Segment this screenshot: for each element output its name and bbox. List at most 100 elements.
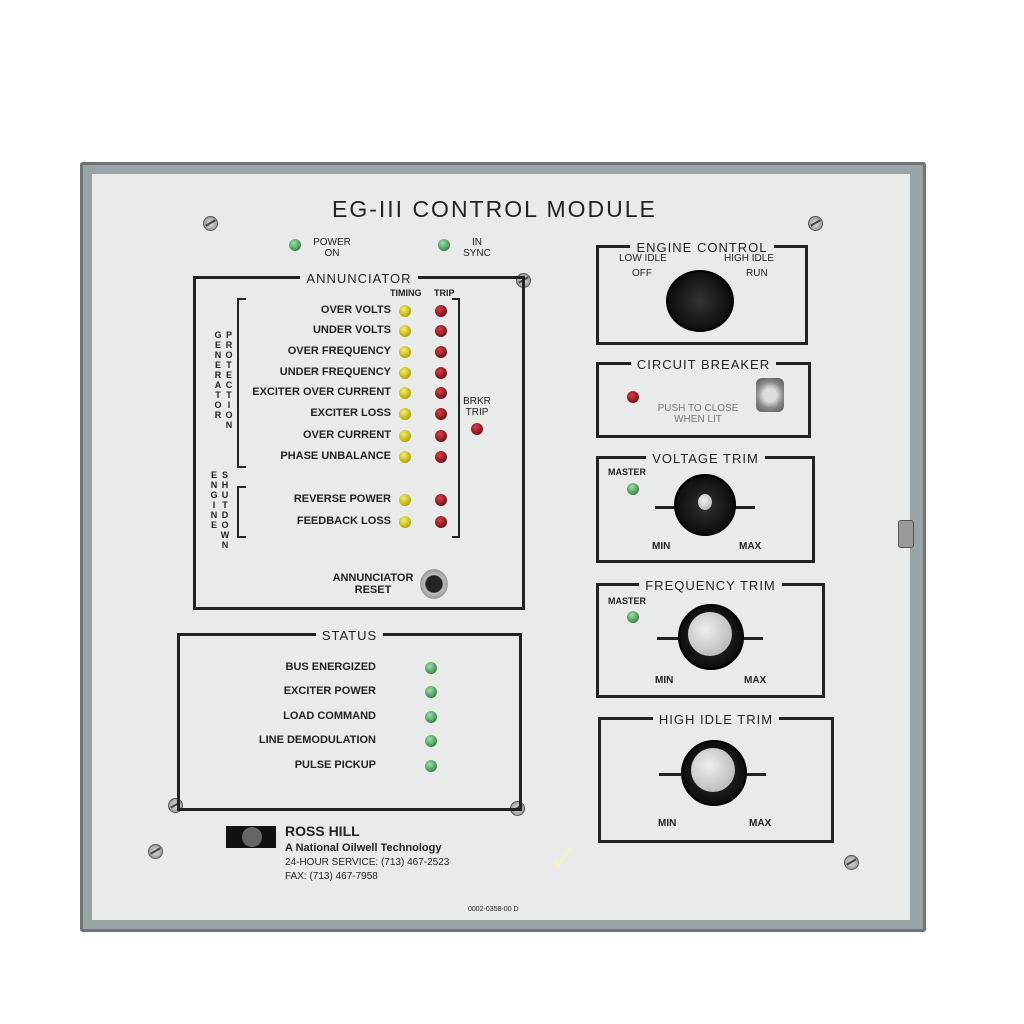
trip-led	[435, 430, 447, 442]
generator-protection-label: GENERATOR PROTECTION	[213, 330, 234, 430]
trip-led	[435, 346, 447, 358]
engine-control-selector-knob[interactable]	[666, 270, 734, 332]
circuit-breaker-title: CIRCUIT BREAKER	[630, 357, 777, 372]
annunciator-row-label: EXCITER LOSS	[310, 407, 391, 419]
voltage-trim-knob[interactable]	[674, 474, 736, 536]
circuit-breaker-led	[627, 391, 639, 403]
status-row-label: EXCITER POWER	[283, 685, 376, 697]
engine-shutdown-label: ENGINE SHUTDOWN	[209, 470, 230, 550]
high-idle-min-label: MIN	[658, 818, 677, 829]
service-phone: 24-HOUR SERVICE: (713) 467-2523	[285, 857, 450, 868]
trip-led	[435, 325, 447, 337]
status-led	[425, 686, 437, 698]
brand-name: ROSS HILL	[285, 823, 360, 839]
timing-led	[399, 305, 411, 317]
frequency-trim-knob[interactable]	[678, 604, 744, 670]
bracket	[237, 298, 246, 468]
status-row-label: PULSE PICKUP	[294, 759, 376, 771]
timing-led	[399, 451, 411, 463]
low-idle-label: LOW IDLE	[619, 253, 667, 264]
dial-tick	[657, 637, 679, 640]
status-row-label: LOAD COMMAND	[283, 710, 376, 722]
timing-led	[399, 430, 411, 442]
power-on-label: POWER ON	[313, 237, 351, 259]
voltage-master-label: MASTER	[608, 467, 646, 477]
timing-led	[399, 346, 411, 358]
annunciator-row-label: OVER CURRENT	[302, 429, 391, 441]
push-to-close-label: PUSH TO CLOSE WHEN LIT	[657, 403, 739, 425]
trip-led	[435, 516, 447, 528]
voltage-trim-box: VOLTAGE TRIM	[596, 451, 815, 563]
annunciator-row-label: FEEDBACK LOSS	[296, 515, 391, 527]
dial-tick	[741, 637, 763, 640]
dial-tick	[744, 773, 766, 776]
timing-led	[399, 516, 411, 528]
screw	[148, 844, 163, 859]
dial-tick	[733, 506, 755, 509]
status-box: STATUS	[177, 628, 522, 811]
ross-hill-logo	[226, 826, 276, 848]
annunciator-row-label: REVERSE POWER	[293, 493, 391, 505]
voltage-min-label: MIN	[652, 541, 671, 552]
high-idle-trim-knob[interactable]	[681, 740, 747, 806]
brkr-trip-led	[471, 423, 483, 435]
off-label: OFF	[632, 268, 652, 279]
engine-control-title: ENGINE CONTROL	[630, 240, 774, 255]
trip-led	[435, 367, 447, 379]
engine-control-box: ENGINE CONTROL	[596, 240, 808, 345]
side-knob[interactable]	[898, 520, 914, 548]
timing-led	[399, 494, 411, 506]
timing-led	[399, 367, 411, 379]
annunciator-row-label: OVER VOLTS	[320, 304, 391, 316]
screw	[844, 855, 859, 870]
bracket	[237, 486, 246, 538]
circuit-breaker-toggle[interactable]	[756, 378, 784, 412]
annunciator-reset-button[interactable]	[420, 569, 448, 599]
voltage-trim-title: VOLTAGE TRIM	[646, 451, 765, 466]
annunciator-row-label: EXCITER OVER CURRENT	[252, 386, 391, 398]
fax-number: FAX: (713) 467-7958	[285, 871, 378, 882]
frequency-max-label: MAX	[744, 675, 767, 686]
circuit-breaker-box: CIRCUIT BREAKER	[596, 357, 811, 438]
annunciator-row-label: UNDER FREQUENCY	[279, 366, 391, 378]
frequency-master-label: MASTER	[608, 596, 646, 606]
in-sync-label: IN SYNC	[463, 237, 491, 259]
power-on-led	[289, 239, 301, 251]
part-number: 0002-0358-00 D	[468, 906, 519, 913]
status-row-label: BUS ENERGIZED	[285, 661, 376, 673]
in-sync-led	[438, 239, 450, 251]
timing-led	[399, 408, 411, 420]
status-title: STATUS	[315, 628, 384, 643]
brand-tagline: A National Oilwell Technology	[285, 842, 442, 854]
trip-led	[435, 305, 447, 317]
status-led	[425, 760, 437, 772]
status-led	[425, 711, 437, 723]
high-idle-trim-title: HIGH IDLE TRIM	[652, 712, 780, 727]
voltage-master-led	[627, 483, 639, 495]
timing-led	[399, 387, 411, 399]
annunciator-reset-label: ANNUNCIATOR RESET	[332, 572, 414, 596]
frequency-master-led	[627, 611, 639, 623]
annunciator-row-label: OVER FREQUENCY	[287, 345, 391, 357]
run-label: RUN	[746, 268, 768, 279]
trip-label: TRIP	[434, 288, 455, 298]
status-led	[425, 662, 437, 674]
screw	[808, 216, 823, 231]
frequency-trim-title: FREQUENCY TRIM	[639, 578, 782, 593]
trip-led	[435, 494, 447, 506]
frequency-trim-box: FREQUENCY TRIM	[596, 578, 825, 698]
checkmark-icon: ✓	[548, 838, 579, 879]
annunciator-row-label: UNDER VOLTS	[312, 324, 391, 336]
trip-led	[435, 408, 447, 420]
control-panel	[92, 174, 910, 920]
status-led	[425, 735, 437, 747]
dial-tick	[655, 506, 677, 509]
page-title: EG-III CONTROL MODULE	[332, 196, 657, 222]
annunciator-row-label: PHASE UNBALANCE	[280, 450, 391, 462]
frequency-min-label: MIN	[655, 675, 674, 686]
dial-tick	[659, 773, 681, 776]
trip-led	[435, 387, 447, 399]
high-idle-trim-box: HIGH IDLE TRIM	[598, 712, 834, 843]
timing-led	[399, 325, 411, 337]
trip-led	[435, 451, 447, 463]
